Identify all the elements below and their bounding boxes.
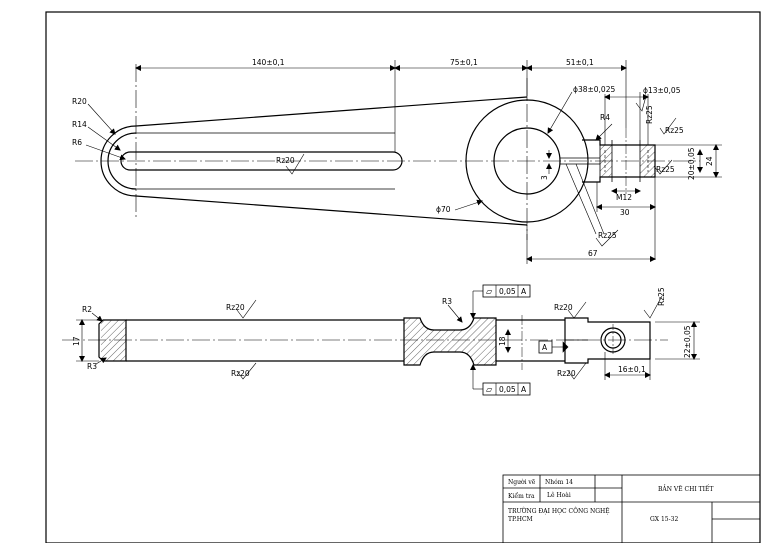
datum-label: A [542, 343, 548, 352]
rough-d: Rz25 [598, 231, 617, 240]
dim-3: 3 [540, 175, 549, 180]
dim-17: 17 [72, 336, 81, 346]
tol-top-datum: A [521, 287, 527, 296]
front-view-labels: R2 R3 R3 Rz20 Rz20 Rz20 Rz20 Rz25 17 18 … [72, 287, 692, 394]
top-view-labels: 140±0,1 75±0,1 51±0,1 ϕ38±0,025 ϕ13±0,05… [72, 58, 714, 258]
dim-22: 22±0,05 [683, 325, 692, 358]
class-code: GX 15-32 [650, 516, 678, 523]
dim-30: 30 [620, 208, 630, 217]
dim-18: 18 [498, 336, 507, 346]
rough-a: Rz25 [645, 105, 654, 124]
rough-c: Rz25 [656, 165, 675, 174]
title-block-text: Người vẽ Nhóm 14 Kiểm tra Lê Hoài BẢN VẼ… [508, 479, 713, 523]
rough-b: Rz25 [665, 126, 684, 135]
dim-16: 16±0,1 [618, 365, 646, 374]
rough-lug: Rz25 [657, 287, 666, 306]
drawing-title: BẢN VẼ CHI TIẾT [658, 485, 713, 493]
dim-r2: R2 [82, 305, 92, 314]
dim-20: 20±0,05 [687, 147, 696, 180]
school-line1: TRƯỜNG ĐẠI HỌC CÔNG NGHỆ [508, 507, 610, 515]
front-view [62, 315, 668, 370]
school-line2: TP.HCM [508, 516, 533, 523]
drawn-by: Nhóm 14 [545, 479, 573, 486]
dim-r3-top: R3 [442, 297, 452, 306]
rough-tr: Rz20 [554, 303, 573, 312]
hub-bore-circle [493, 127, 561, 195]
rough-tl: Rz20 [226, 303, 245, 312]
dim-r20: R20 [72, 97, 87, 106]
dim-51: 51±0,1 [566, 58, 594, 67]
sheet-border [45, 11, 761, 543]
dim-r3-left: R3 [87, 362, 97, 371]
top-view [75, 64, 700, 240]
title-block [502, 474, 761, 543]
dim-140: 140±0,1 [252, 58, 285, 67]
dim-24: 24 [705, 156, 714, 166]
dim-m12: M12 [616, 193, 632, 202]
dim-d70: ϕ70 [436, 205, 451, 214]
dim-r14: R14 [72, 120, 87, 129]
dim-r6: R6 [72, 138, 82, 147]
tol-bottom-value: 0,05 [499, 385, 516, 394]
dim-d38: ϕ38±0,025 [573, 85, 615, 94]
dim-75: 75±0,1 [450, 58, 478, 67]
rough-slot: Rz20 [276, 156, 295, 165]
dim-67: 67 [588, 249, 598, 258]
tol-bottom-datum: A [521, 385, 527, 394]
checked-by: Lê Hoài [547, 492, 571, 499]
drawn-by-label: Người vẽ [508, 479, 536, 486]
svg-text:⏥: ⏥ [486, 287, 493, 296]
rough-bl: Rz20 [231, 369, 250, 378]
arm-left-end [100, 125, 137, 197]
svg-text:⏥: ⏥ [486, 385, 493, 394]
dim-r4: R4 [600, 113, 610, 122]
checked-label: Kiểm tra [508, 493, 535, 500]
rough-br: Rz20 [557, 369, 576, 378]
top-view-dimensions [85, 60, 722, 264]
front-view-dimensions [76, 284, 700, 396]
dim-d13: ϕ13±0,05 [643, 86, 681, 95]
tol-top-value: 0,05 [499, 287, 516, 296]
